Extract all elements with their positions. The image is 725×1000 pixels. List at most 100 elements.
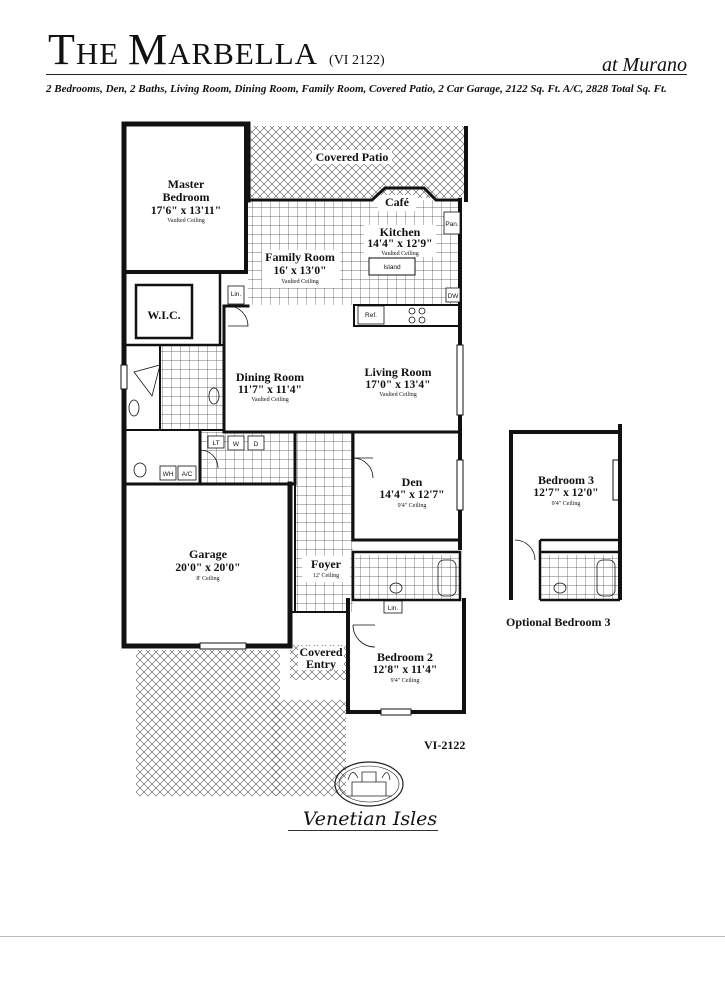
logo-wordmark: Venetian Isles xyxy=(302,808,438,830)
range-burner xyxy=(408,307,416,315)
pantry-label: Pan. xyxy=(445,221,459,228)
foyer-ceiling: 12' Ceiling xyxy=(313,573,339,579)
dishwasher xyxy=(445,287,461,303)
washer-label: W xyxy=(233,441,240,448)
cafe-label-bg xyxy=(378,195,416,211)
foyer-tile xyxy=(295,432,353,612)
master-dim: 17'6" x 13'11" xyxy=(151,205,221,217)
community-name: at Murano xyxy=(602,54,687,76)
door-swing xyxy=(514,539,536,561)
kitchen-island xyxy=(368,257,416,276)
pantry xyxy=(443,211,461,235)
water-heater-label: WH xyxy=(163,471,174,478)
garage-ceiling: 8' Ceiling xyxy=(196,576,219,582)
range-burner xyxy=(418,307,426,315)
toilet xyxy=(389,582,403,594)
door-swing xyxy=(352,457,374,479)
tub xyxy=(596,559,616,597)
toilet xyxy=(553,582,567,594)
family-label-bg xyxy=(262,250,340,288)
refrigerator-label: Ref. xyxy=(365,312,377,319)
walkway-area xyxy=(272,700,346,796)
water-heater xyxy=(159,465,177,481)
garage-dim: 20'0" x 20'0" xyxy=(175,562,240,574)
master-ceiling: Vaulted Ceiling xyxy=(167,218,205,224)
den-ceiling: 9'4" Ceiling xyxy=(398,503,427,509)
dryer xyxy=(247,435,265,451)
door-swing xyxy=(199,449,219,469)
linen-label: Lin. xyxy=(231,291,242,298)
dining-ceiling: Vaulted Ceiling xyxy=(251,397,289,403)
header-rule xyxy=(46,74,687,75)
dining-name: Dining Room xyxy=(236,370,304,384)
island-label: Island xyxy=(383,264,401,271)
page-bottom-rule xyxy=(0,936,725,937)
window xyxy=(380,708,412,716)
wic-label: W.I.C. xyxy=(147,308,180,322)
kitchen-counter xyxy=(353,304,461,327)
entry-name-2: Entry xyxy=(306,657,336,671)
kitchen-name: Kitchen xyxy=(380,225,421,239)
bedroom3-name: Bedroom 3 xyxy=(538,473,594,487)
optional-bedroom-label: Optional Bedroom 3 xyxy=(506,615,611,629)
laundry-tub-label: LT xyxy=(212,440,219,447)
logo-emblem xyxy=(334,761,404,807)
bedroom2-ceiling: 9'4" Ceiling xyxy=(391,678,420,684)
family-name: Family Room xyxy=(265,250,335,264)
door-swing xyxy=(352,624,376,648)
living-ceiling: Vaulted Ceiling xyxy=(379,392,417,398)
master-name-2: Bedroom xyxy=(162,190,209,204)
logo-underline xyxy=(288,830,438,831)
sink xyxy=(128,399,140,417)
linen-closet-2 xyxy=(383,600,403,614)
window xyxy=(456,459,464,511)
master-tub xyxy=(133,364,161,397)
washer xyxy=(227,435,245,451)
range-burner xyxy=(418,316,426,324)
bedroom3-dim: 12'7" x 12'0" xyxy=(533,487,598,499)
dishwasher-label: DW xyxy=(448,293,460,300)
plan-title: THE MARBELLA (VI 2122) xyxy=(48,25,385,74)
master-bath-tile xyxy=(160,345,224,430)
bath-wall xyxy=(123,344,225,431)
sink xyxy=(208,387,220,405)
plan-summary: 2 Bedrooms, Den, 2 Baths, Living Room, D… xyxy=(46,83,667,95)
den-name: Den xyxy=(402,475,423,489)
bath2-tile xyxy=(355,555,461,600)
master-name-1: Master xyxy=(168,177,205,191)
bath2-wall xyxy=(351,550,462,602)
bedroom3-wall xyxy=(509,424,622,600)
entry-name-1: Covered xyxy=(299,645,342,659)
window xyxy=(199,642,247,650)
laundry-tub xyxy=(207,435,225,449)
linen-closet xyxy=(227,285,245,305)
bedroom2-name: Bedroom 2 xyxy=(377,650,433,664)
covered-patio-label: Covered Patio xyxy=(316,150,389,164)
bedroom2-dim: 12'8" x 11'4" xyxy=(373,664,438,676)
den-dim: 14'4" x 12'7" xyxy=(379,489,444,501)
refrigerator xyxy=(357,305,385,325)
model-number: (VI 2122) xyxy=(329,53,385,68)
den-wall xyxy=(351,430,462,542)
foyer-label-bg xyxy=(302,556,350,582)
bath3-wall xyxy=(538,538,620,602)
air-handler-label: A/C xyxy=(182,471,193,478)
toilet xyxy=(133,462,147,478)
entry-label-bg xyxy=(298,646,344,670)
air-handler xyxy=(177,465,197,481)
kitchen-label-bg xyxy=(364,225,436,257)
family-dim: 16' x 13'0" xyxy=(273,265,326,277)
living-name: Living Room xyxy=(364,365,431,379)
model-code: VI-2122 xyxy=(424,738,466,752)
tub xyxy=(437,559,457,597)
range-burner xyxy=(408,316,416,324)
window xyxy=(456,344,464,416)
linen-label-2: Lin. xyxy=(388,605,399,612)
driveway-area xyxy=(136,650,280,796)
patio-label-bg xyxy=(312,150,392,164)
dryer-label: D xyxy=(254,441,259,448)
living-dim: 17'0" x 13'4" xyxy=(365,379,430,391)
cafe-label: Café xyxy=(385,195,410,209)
foyer-name: Foyer xyxy=(311,557,342,571)
